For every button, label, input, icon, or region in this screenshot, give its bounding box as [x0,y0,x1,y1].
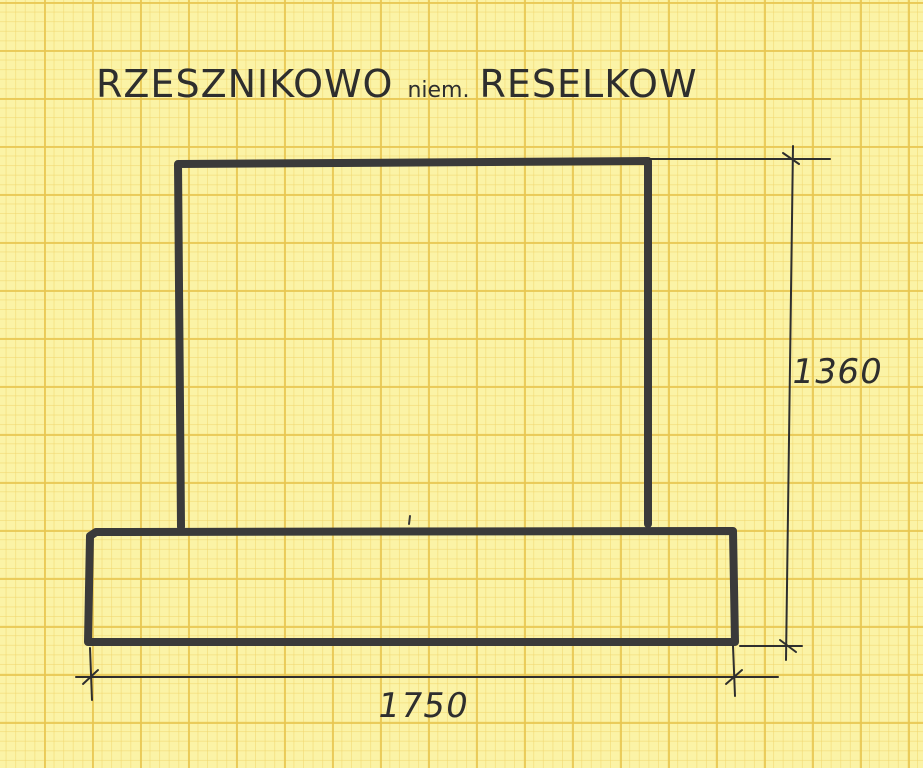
plinth-outline [84,527,739,646]
height-label: 1360 [788,352,887,392]
width-label: 1750 [374,686,473,726]
title-abbreviation: niem. [407,78,470,103]
plinth-mark [408,515,411,525]
width-dimension [75,645,779,701]
height-dimension [649,145,831,661]
title-polish-name: RZESZNIKOWO [96,62,394,106]
stele-outline [174,157,652,531]
title-german-name: RESELKOW [479,62,698,106]
drawing-title: RZESZNIKOWO niem. RESELKOW [96,62,698,106]
